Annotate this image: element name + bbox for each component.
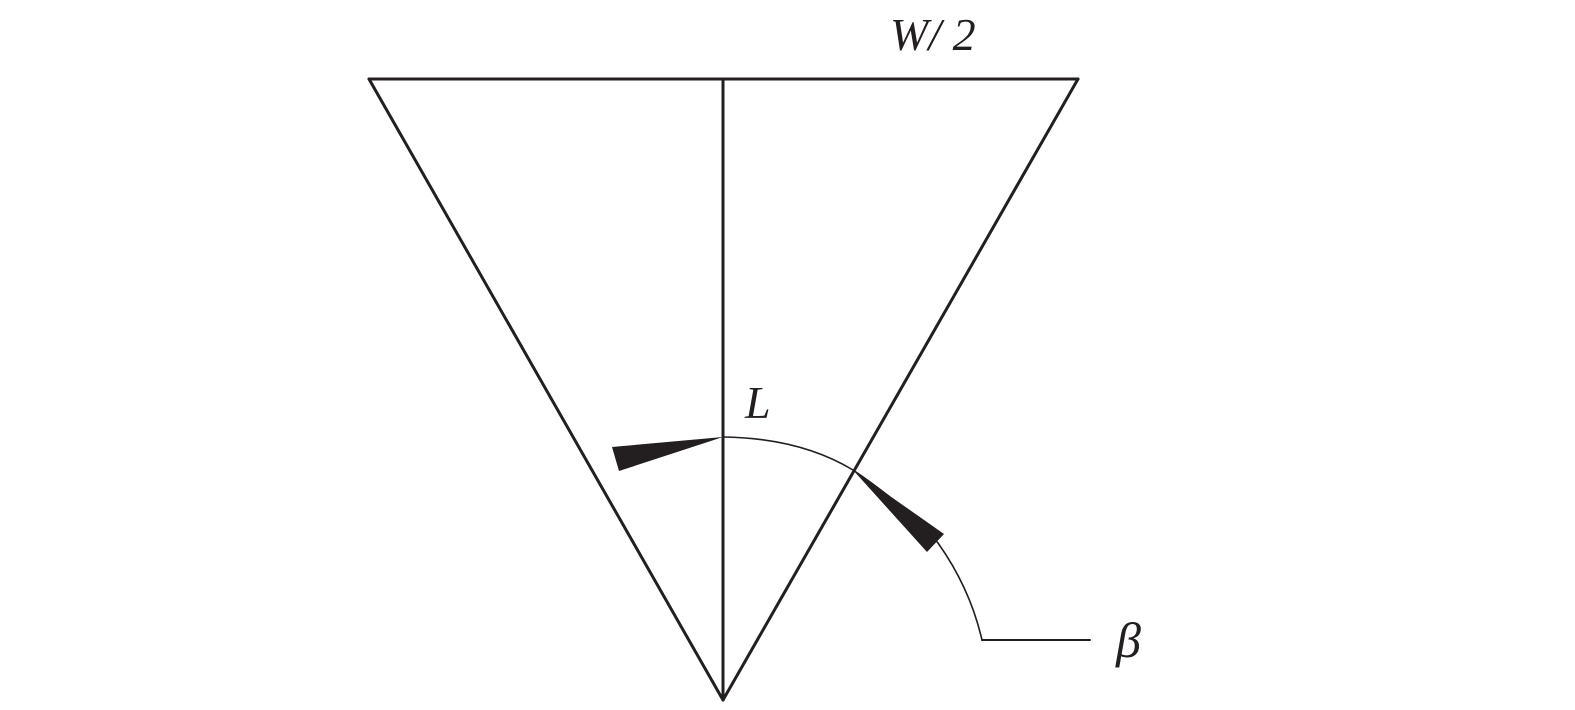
right-arrowhead — [853, 470, 944, 552]
left-arrowhead — [612, 437, 723, 471]
angle-arc — [722, 436, 983, 641]
length-label: L — [744, 377, 771, 428]
triangle-left-edge — [367, 77, 725, 702]
half-width-label: W/ 2 — [890, 9, 976, 60]
triangle-right-edge — [721, 77, 1080, 702]
angle-beta-label: β — [1115, 612, 1141, 668]
